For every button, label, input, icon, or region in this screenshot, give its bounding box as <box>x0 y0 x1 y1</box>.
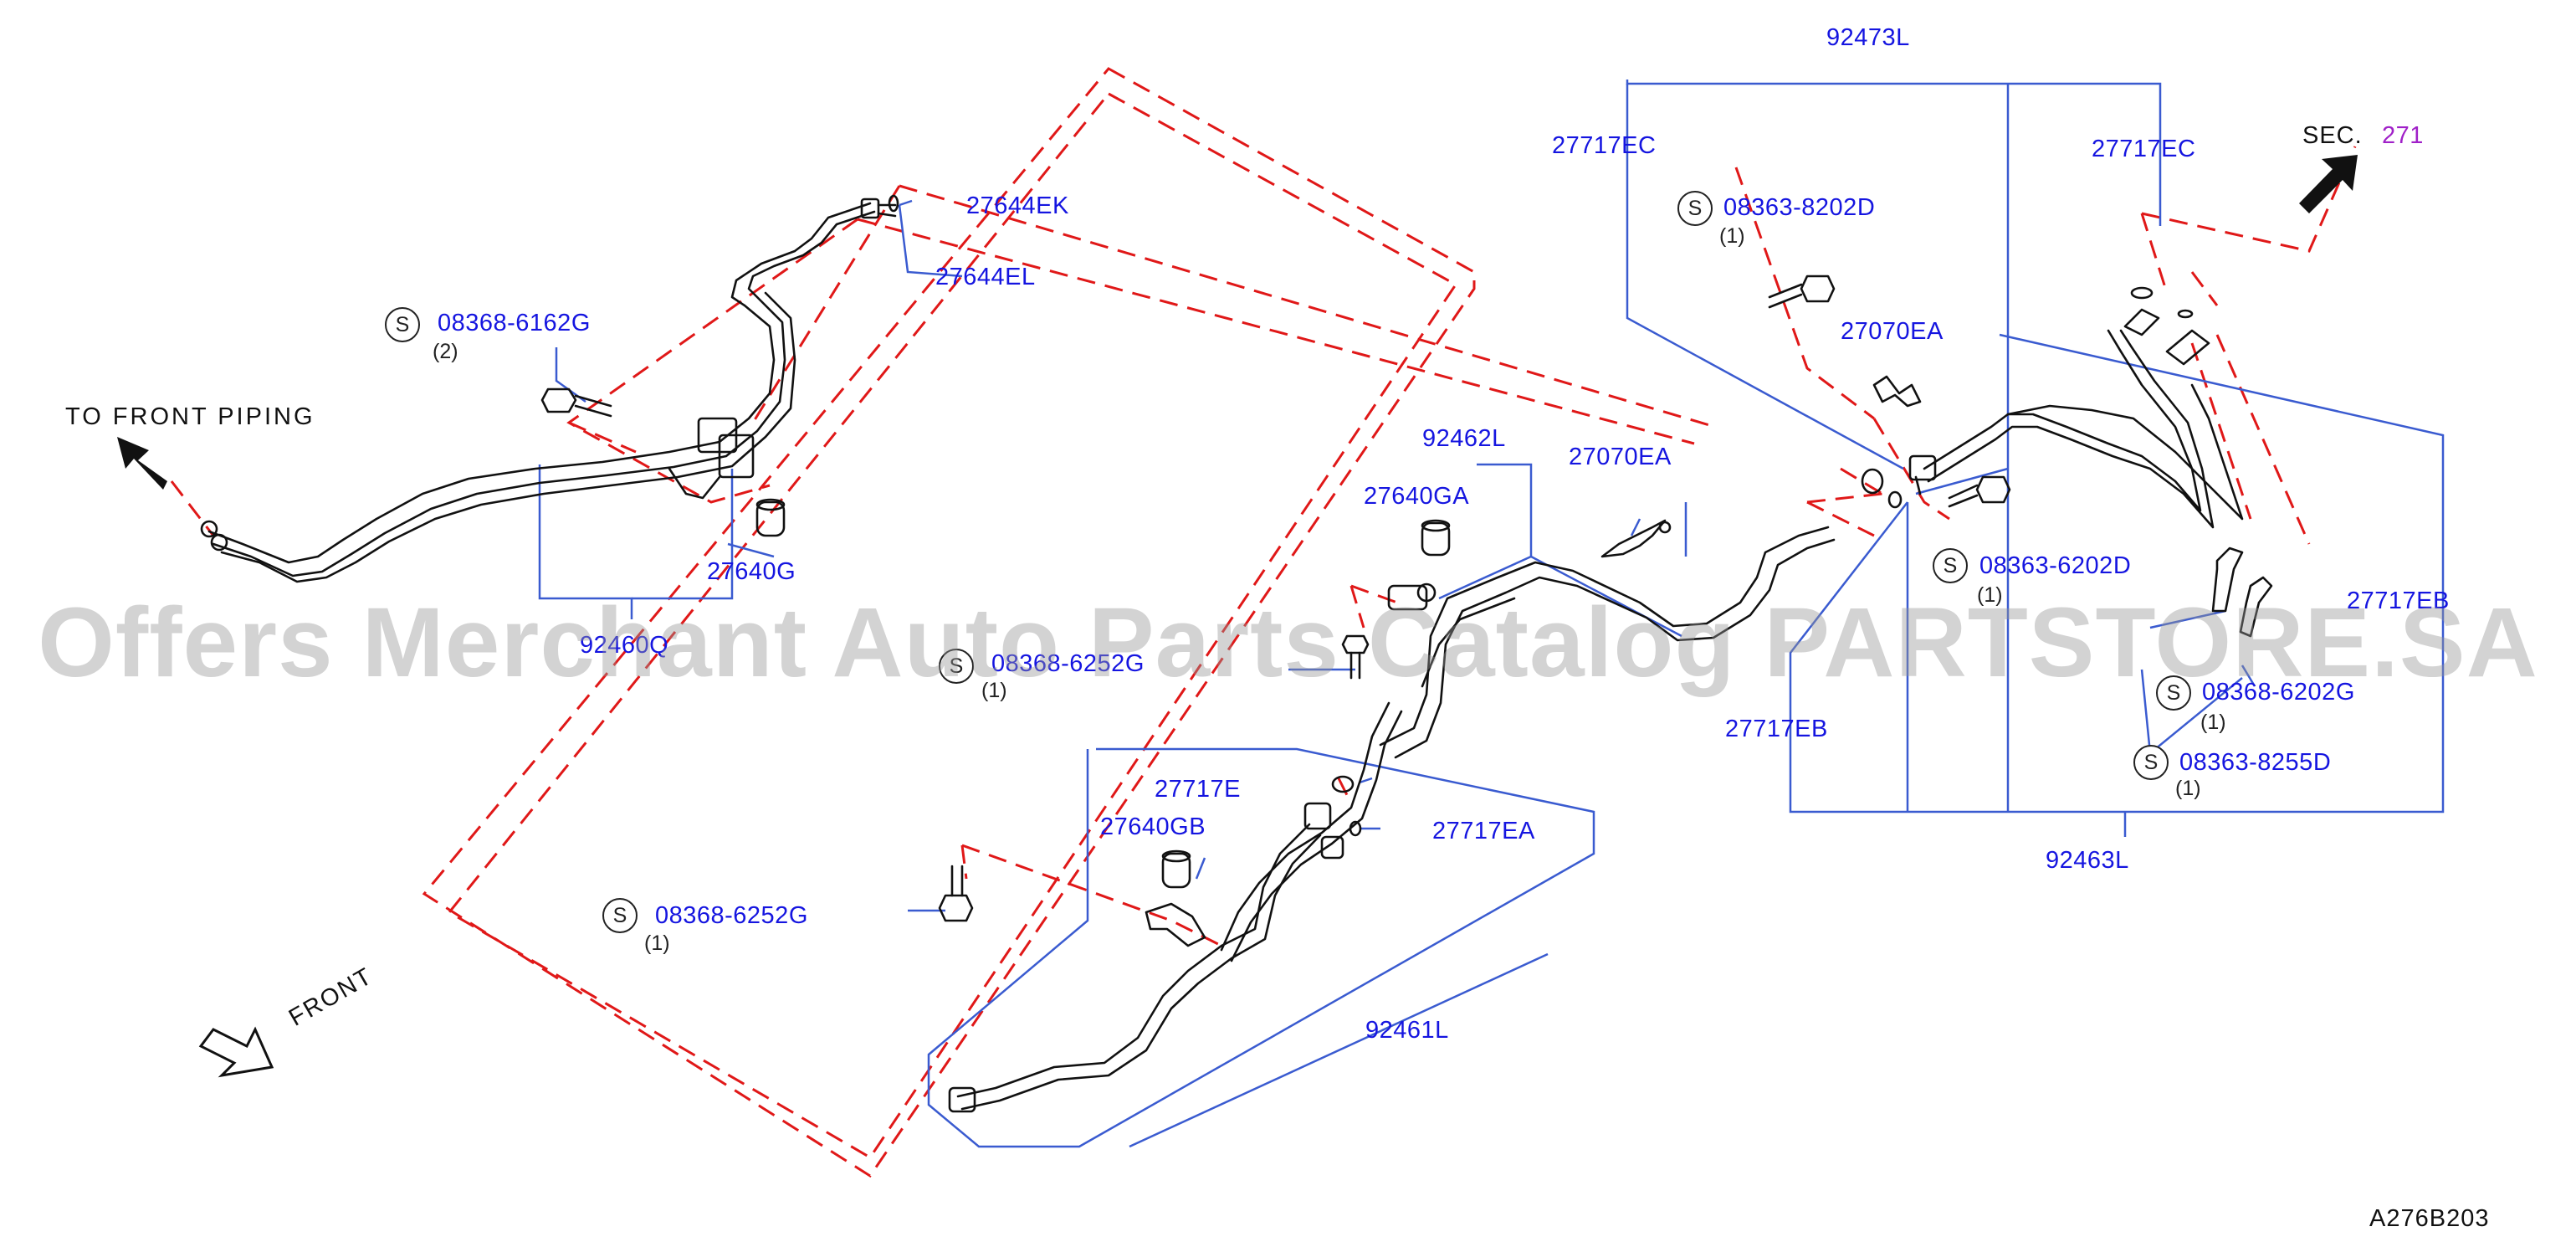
part-label-27070EA-mid[interactable]: 27070EA <box>1569 444 1672 470</box>
part-label-08363-6202D[interactable]: 08363-6202D <box>1979 552 2132 579</box>
qty-08363-8202D: (1) <box>1719 224 1745 248</box>
part-label-92463L[interactable]: 92463L <box>2046 847 2129 874</box>
diagram-code: A276B203 <box>2369 1205 2490 1232</box>
pipe-assemblies <box>200 194 2273 1113</box>
part-label-08363-8255D[interactable]: 08363-8255D <box>2179 749 2332 776</box>
part-label-27070EA-top[interactable]: 27070EA <box>1841 318 1944 345</box>
direction-arrows <box>117 155 2358 1078</box>
part-label-08363-8202D[interactable]: 08363-8202D <box>1723 194 1876 221</box>
part-label-27644EK[interactable]: 27644EK <box>966 192 1069 219</box>
part-label-27640GB[interactable]: 27640GB <box>1100 813 1206 840</box>
part-label-92460Q[interactable]: 92460Q <box>580 632 669 659</box>
part-label-27640G[interactable]: 27640G <box>707 558 796 585</box>
part-label-27717EC-right[interactable]: 27717EC <box>2092 136 2196 162</box>
part-label-27717EB-right[interactable]: 27717EB <box>2347 588 2450 614</box>
sec-number-link[interactable]: 271 <box>2382 122 2424 149</box>
part-label-08368-6202G[interactable]: 08368-6202G <box>2202 679 2355 706</box>
part-label-08368-6162G[interactable]: 08368-6162G <box>438 310 591 336</box>
to-front-piping-label: TO FRONT PIPING <box>65 403 315 430</box>
part-label-27717EA[interactable]: 27717EA <box>1432 818 1535 844</box>
standard-part-symbol: S <box>2156 675 2191 711</box>
qty-08368-6202G: (1) <box>2200 711 2226 734</box>
watermark: Offers Merchant Auto Parts Catalog PARTS… <box>38 588 2538 698</box>
standard-part-symbol: S <box>939 649 974 684</box>
part-label-92462L[interactable]: 92462L <box>1422 425 1506 452</box>
part-label-27644EL[interactable]: 27644EL <box>935 264 1036 290</box>
standard-part-symbol: S <box>602 898 638 933</box>
part-label-92473L[interactable]: 92473L <box>1826 24 1910 51</box>
qty-08363-6202D: (1) <box>1977 583 2003 607</box>
part-label-27717E[interactable]: 27717E <box>1155 776 1241 803</box>
part-label-27717EB-mid[interactable]: 27717EB <box>1725 716 1828 742</box>
part-label-92461L[interactable]: 92461L <box>1365 1017 1449 1044</box>
qty-08368-6252G: (1) <box>644 932 670 955</box>
part-label-08368-6252G[interactable]: 08368-6252G <box>655 902 808 929</box>
qty-08363-8255D: (1) <box>2175 777 2201 800</box>
part-label-08368-6252-mid[interactable]: 08368-6252G <box>991 650 1145 677</box>
part-label-27640GA[interactable]: 27640GA <box>1364 483 1470 510</box>
standard-part-symbol: S <box>2133 745 2169 780</box>
standard-part-symbol: S <box>1933 548 1968 583</box>
sec-label: SEC. <box>2302 122 2363 149</box>
part-label-27717EC-left[interactable]: 27717EC <box>1552 132 1657 159</box>
qty-08368-6162G: (2) <box>433 340 458 363</box>
standard-part-symbol: S <box>385 307 420 342</box>
standard-part-symbol: S <box>1677 191 1713 226</box>
qty-08368-6252-mid: (1) <box>981 679 1007 702</box>
